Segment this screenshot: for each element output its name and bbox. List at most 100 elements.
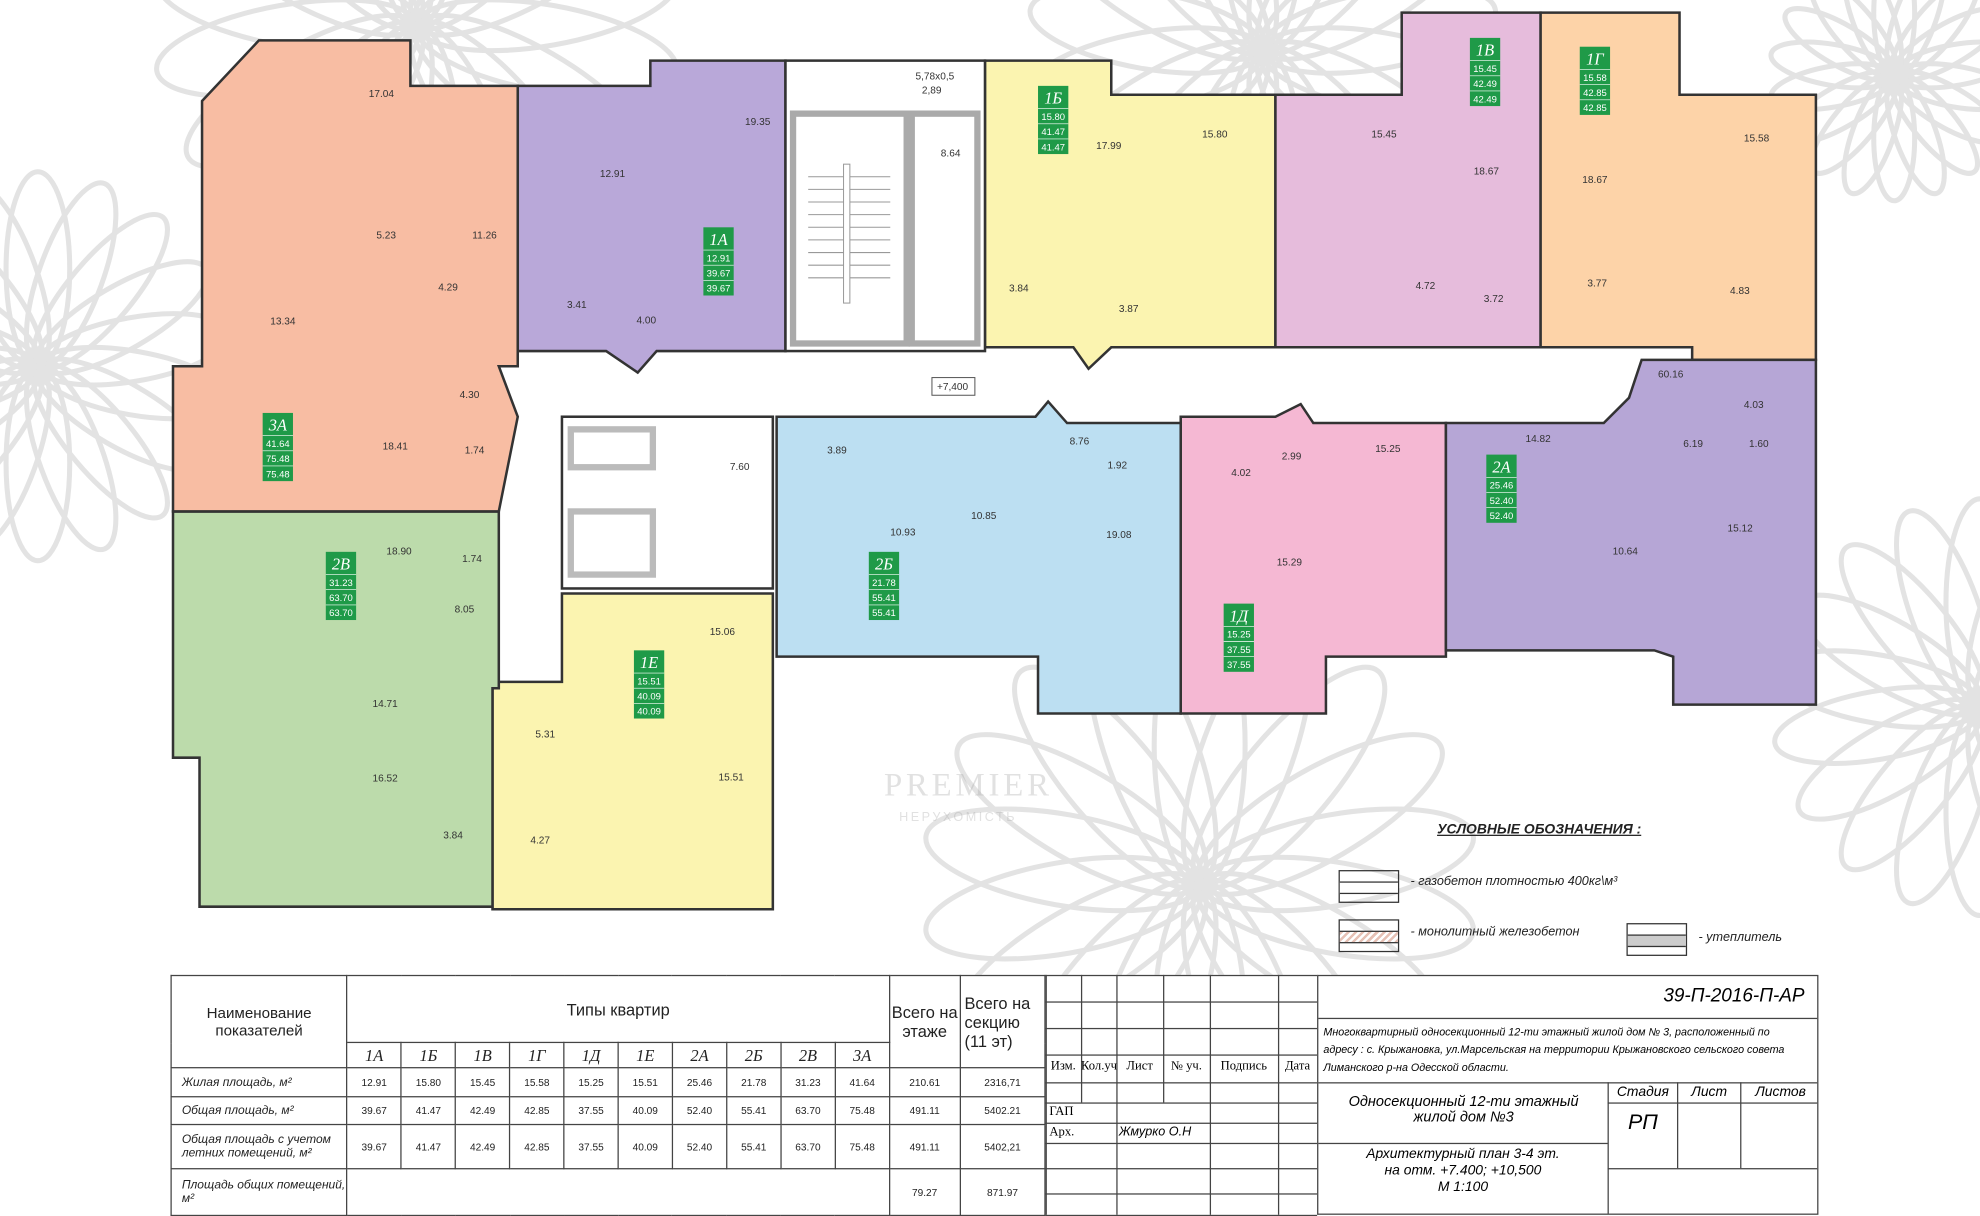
plan-caption-line1: Архитектурный план 3-4 эт. <box>1366 1146 1560 1162</box>
balcony-calc: 5,78x0,5 <box>916 72 955 83</box>
table-cell: 52.40 <box>671 1123 728 1170</box>
project-description: Многоквартирный односекционный 12-ти эта… <box>1323 1025 1785 1074</box>
room-area-label: 1.92 <box>1107 460 1127 471</box>
room-area-label: 16.52 <box>373 774 399 785</box>
table-cell: 21.78 <box>725 1067 782 1098</box>
room-area-label: 4.00 <box>636 315 656 326</box>
apartment-area <box>983 59 1277 371</box>
stamp-rule <box>1209 974 1212 1215</box>
row-label: Общая площадь с учетом летних помещений,… <box>170 1123 348 1170</box>
stamp-header: Изм. <box>1050 1059 1076 1074</box>
elevation-mark: +7,400 <box>931 377 976 396</box>
plan-caption-line2: на отм. +7.400; +10,500 <box>1384 1163 1542 1179</box>
room-area-label: 18.90 <box>386 546 412 557</box>
table-cell: 41.47 <box>400 1096 457 1126</box>
room-area-label: 1.74 <box>462 554 482 565</box>
table-cell: 39.67 <box>346 1096 402 1126</box>
apartment-type-header: 1Б <box>400 1041 457 1069</box>
badge-living: 15.25 <box>1227 630 1251 641</box>
badge-total-summer: 55.41 <box>872 608 896 619</box>
table-cell: 42.85 <box>509 1123 565 1170</box>
sheets-label: Листов <box>1755 1084 1806 1100</box>
room-area-label: 13.34 <box>270 317 296 328</box>
room-area-label: 60.16 <box>1658 370 1684 381</box>
apartment-type-header: 1Г <box>509 1041 565 1069</box>
table-row: Общая площадь с учетом летних помещений,… <box>170 1123 1046 1170</box>
table-cell: 52.40 <box>671 1096 728 1126</box>
room-area-label: 15.12 <box>1728 524 1754 535</box>
stamp-rule <box>1045 1102 1318 1104</box>
row-label: Жилая площадь, м² <box>170 1067 348 1098</box>
room-area-label: 4.02 <box>1231 468 1251 479</box>
table-cell: 41.47 <box>400 1123 457 1170</box>
table-cell: 15.25 <box>563 1067 619 1098</box>
room-area-label: 8.76 <box>1070 437 1090 448</box>
stamp-header: Лист <box>1126 1059 1153 1074</box>
table-cell: 31.23 <box>780 1067 836 1098</box>
stair-hall-area: 8.64 <box>941 149 961 160</box>
room-area-label: 1.60 <box>1749 439 1769 450</box>
apartment-type-header: 2А <box>671 1041 728 1069</box>
apartment-type-header: 2Б <box>725 1041 782 1069</box>
stamp-rule <box>1045 1168 1318 1170</box>
header-floor-total: Всего на этаже <box>888 974 961 1069</box>
badge-living: 15.51 <box>637 676 661 687</box>
room-area-label: 12.91 <box>600 169 626 180</box>
room-area-label: 15.06 <box>710 627 736 638</box>
room-area-label: 14.71 <box>373 699 399 710</box>
badge-living: 31.23 <box>329 578 353 589</box>
badge-total: 63.70 <box>329 593 353 604</box>
badge-code: 2Б <box>875 555 893 574</box>
room-area-label: 4.27 <box>530 836 550 847</box>
room-area-label: 4.72 <box>1416 281 1436 292</box>
stamp-rule <box>1045 1142 1318 1145</box>
table-cell: 42.85 <box>509 1096 565 1126</box>
stamp-rule <box>1045 1001 1318 1003</box>
badge-living: 15.45 <box>1473 64 1497 75</box>
badge-total-summer: 39.67 <box>707 284 731 295</box>
table-cell: 25.46 <box>671 1067 728 1098</box>
badge-total-summer: 40.09 <box>637 707 661 718</box>
badge-total: 41.47 <box>1041 127 1065 138</box>
room-area-label: 3.84 <box>1009 284 1029 295</box>
badge-total: 42.49 <box>1473 79 1497 90</box>
room-area-label: 3.72 <box>1484 294 1504 305</box>
watermark-subtext: НЕРУХОМІСТЬ <box>899 810 1017 824</box>
badge-living: 15.80 <box>1041 112 1065 123</box>
room-area-label: 15.80 <box>1202 130 1228 141</box>
apartment-area <box>775 399 1182 715</box>
watermark: PREMIER НЕРУХОМІСТЬ <box>884 768 1049 824</box>
badge-total: 55.41 <box>872 593 896 604</box>
table-cell-section: 2316,71 <box>959 1067 1046 1098</box>
room-area-label: 18.67 <box>1582 175 1608 186</box>
room-area-label: 10.93 <box>890 527 916 538</box>
room-area-label: 5.31 <box>535 729 555 740</box>
corridor-storage: 7.60 <box>560 415 775 590</box>
room-area-label: 19.35 <box>745 117 771 128</box>
table-cell: 15.51 <box>617 1067 674 1098</box>
apartment-type-header: 1Д <box>563 1041 619 1069</box>
table-cell: 42.49 <box>454 1096 511 1126</box>
table-cell: 37.55 <box>563 1096 619 1126</box>
apartment-type-header: 1Е <box>617 1041 674 1069</box>
room-area-label: 3.87 <box>1119 304 1139 315</box>
badge-total-summer: 42.85 <box>1583 103 1607 114</box>
room-area-label: 6.19 <box>1683 439 1703 450</box>
stamp-rule <box>1045 1054 1318 1056</box>
table-cell: 39.67 <box>346 1123 402 1170</box>
room-area-label: 19.08 <box>1106 530 1132 541</box>
room-area-label: 17.99 <box>1096 141 1122 152</box>
room-area-label: 15.58 <box>1744 133 1770 144</box>
table-cell: 40.09 <box>617 1123 674 1170</box>
apartment-area <box>491 592 775 911</box>
